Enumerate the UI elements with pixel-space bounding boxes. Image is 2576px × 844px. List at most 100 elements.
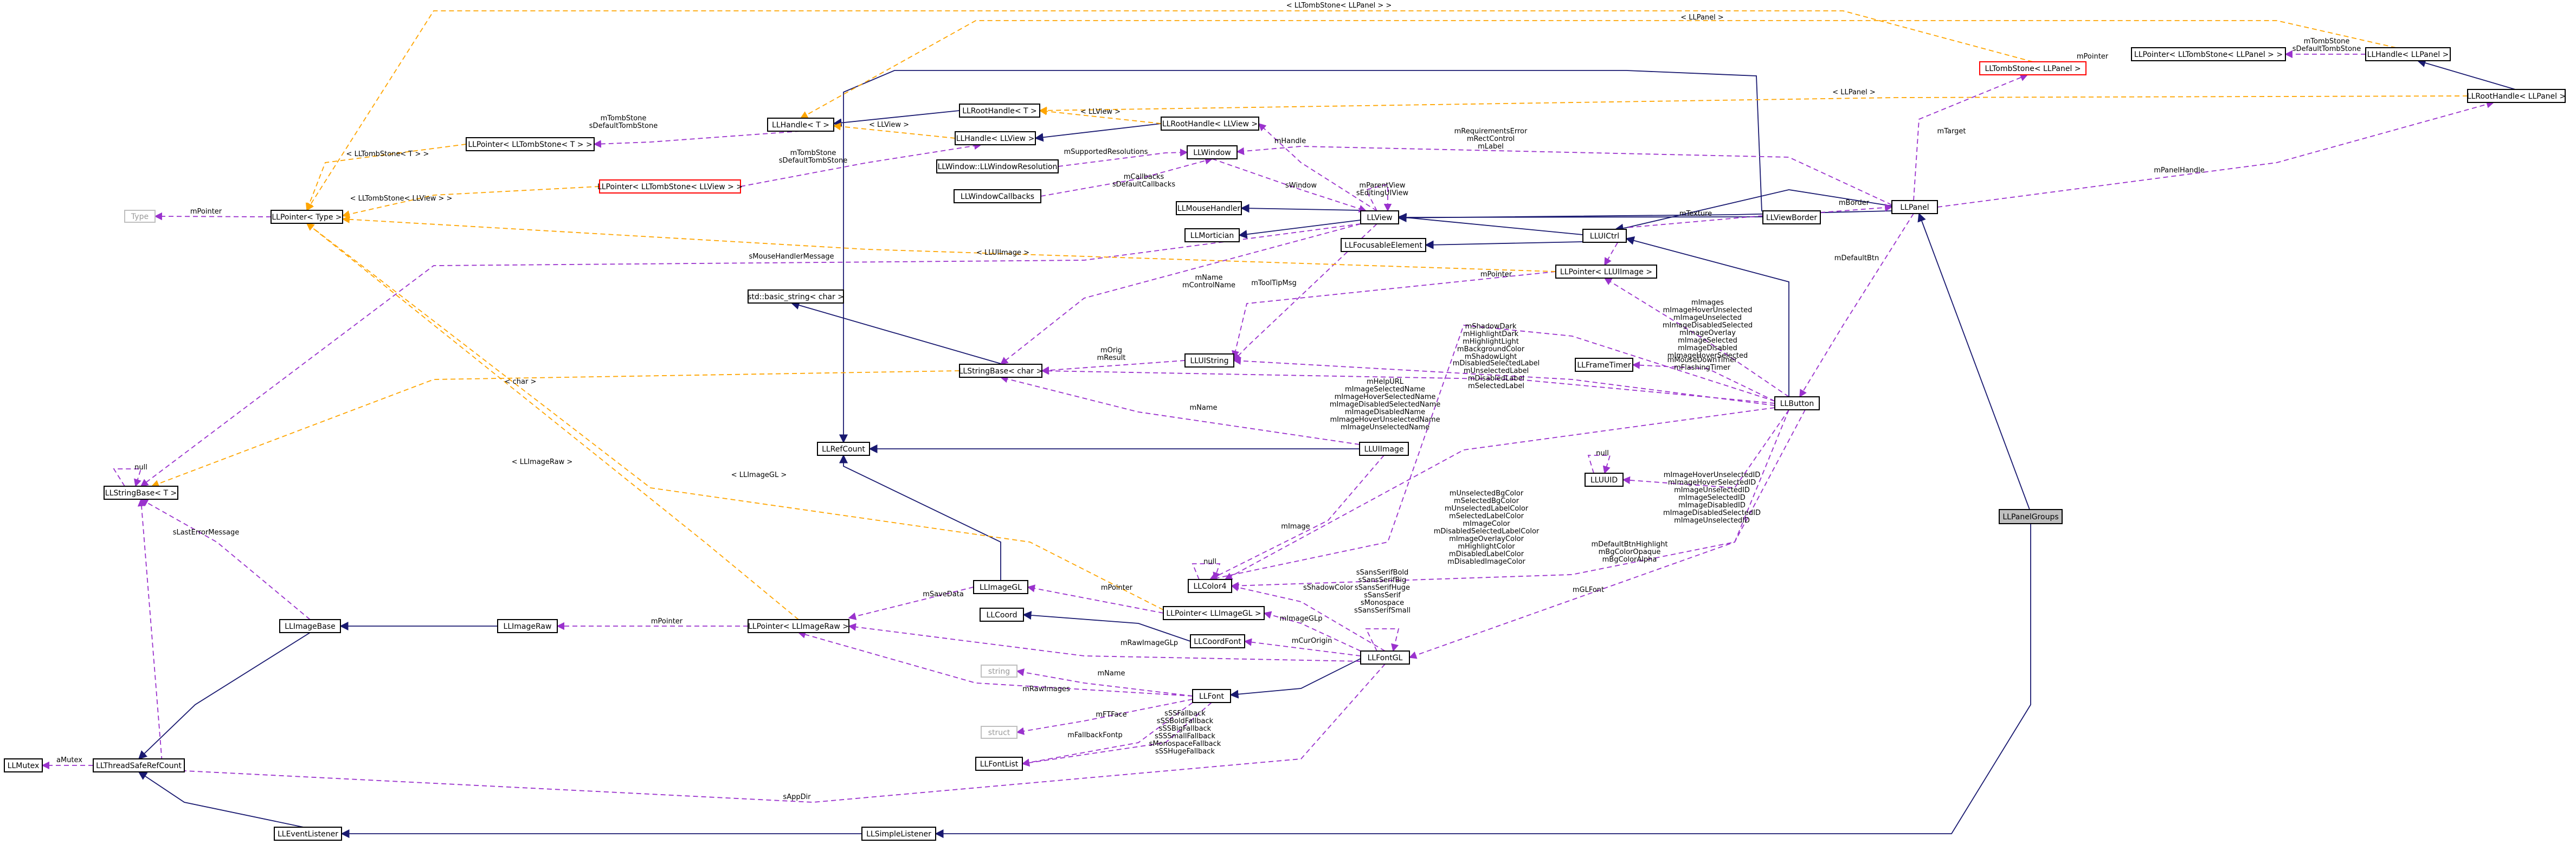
node-llroothandle-t[interactable]: LLRootHandle< T >	[959, 104, 1040, 118]
edge-label-mname-b: mName	[1189, 404, 1217, 412]
node-label: LLUIImage	[1364, 445, 1403, 454]
node-box	[1360, 210, 1399, 224]
edge-label-mwindow: sWindow	[1285, 182, 1317, 190]
node-lluuid[interactable]: LLUUID	[1585, 473, 1624, 487]
node-llroothandle-llview[interactable]: LLRootHandle< LLView >	[1161, 117, 1259, 131]
node-llhandle-llview[interactable]: LLHandle< LLView >	[955, 131, 1036, 145]
e-mpointer-uiimage	[1232, 271, 1556, 359]
node-box	[124, 210, 156, 223]
e-lleventlistener-llthreadsafe	[138, 771, 304, 828]
e-lluuid-null	[1587, 455, 1611, 474]
node-lltombstone-llpanel[interactable]: LLTombStone< LLPanel >	[1979, 61, 2086, 75]
node-llfontgl[interactable]: LLFontGL	[1360, 650, 1410, 665]
e-llpanel-lluictrl	[1614, 189, 1892, 233]
edge-label-slasterrormessage: sLastErrorMessage	[173, 529, 240, 537]
node-box	[1359, 442, 1409, 456]
e-llimagebase-llthreadsafe	[138, 632, 311, 760]
edge-label-msupportedresolutions: mSupportedResolutions	[1064, 148, 1148, 156]
e-llbutton-lluictrl	[1625, 236, 1789, 397]
node-lleventlistener[interactable]: LLEventListener	[274, 827, 342, 841]
node-label: LLHandle< LLView >	[956, 134, 1035, 143]
node-lluictrl[interactable]: LLUICtrl	[1582, 229, 1627, 243]
node-llpointer-tombstone-t[interactable]: LLPointer< LLTombStone< T > >	[466, 137, 595, 151]
node-box	[975, 757, 1023, 771]
node-lluiimage[interactable]: LLUIImage	[1359, 442, 1409, 456]
node-label: LLFontList	[980, 760, 1019, 769]
node-llbutton[interactable]: LLButton	[1774, 396, 1820, 410]
node-llpointer-lluiimage[interactable]: LLPointer< LLUIImage >	[1555, 265, 1657, 279]
node-type[interactable]: Type	[124, 210, 156, 223]
e-llroothandle-llhandle	[833, 110, 960, 127]
node-box	[817, 442, 870, 456]
edge-label-mborder: mBorder	[1839, 199, 1870, 207]
e-fallbacks	[1021, 702, 1212, 767]
node-llthreadsaferefcount[interactable]: LLThreadSafeRefCount	[93, 758, 185, 772]
node-llmousehandler[interactable]: LLMouseHandler	[1176, 201, 1242, 215]
e-mfallback	[1021, 702, 1193, 766]
node-label: LLView	[1367, 214, 1392, 222]
e-mousehandlermsg	[140, 223, 1361, 487]
node-llwindowresolution[interactable]: LLWindow::LLWindowResolution	[936, 159, 1059, 173]
node-llwindow[interactable]: LLWindow	[1187, 145, 1238, 159]
node-llcoordfont[interactable]: LLCoordFont	[1190, 634, 1245, 648]
node-llimagegl[interactable]: LLImageGL	[973, 580, 1028, 594]
node-llpanel[interactable]: LLPanel	[1891, 200, 1938, 214]
node-llframetimer[interactable]: LLFrameTimer	[1575, 358, 1633, 372]
node-llfontlist[interactable]: LLFontList	[975, 757, 1023, 771]
node-lltombstone-llview[interactable]: LLPointer< LLTombStone< LLView > >	[597, 179, 743, 194]
e-sappdir	[137, 498, 1386, 803]
e-lasterror	[140, 499, 311, 620]
node-label: LLTombStone< LLPanel >	[1985, 65, 2081, 73]
e-o-llpanel-mid	[1039, 95, 2468, 115]
e-mreqerror	[1236, 146, 1892, 205]
node-llpointer-llimagegl[interactable]: LLPointer< LLImageGL >	[1163, 606, 1265, 620]
node-box	[1341, 238, 1426, 252]
node-llmortician[interactable]: LLMortician	[1184, 228, 1240, 242]
node-llpointer-llimageraw[interactable]: LLPointer< LLImageRaw >	[748, 619, 849, 633]
node-llfocusableelement[interactable]: LLFocusableElement	[1341, 238, 1426, 252]
node-box	[1999, 509, 2063, 524]
node-llstringbase-t[interactable]: LLStringBase< T >	[104, 486, 178, 500]
e-pt-type	[154, 212, 272, 221]
node-llview[interactable]: LLView	[1360, 210, 1399, 224]
node-llroothandle-llpanel[interactable]: LLRootHandle< LLPanel >	[2467, 89, 2566, 103]
node-llcolor4[interactable]: LLColor4	[1188, 579, 1232, 593]
node-label: LLRootHandle< T >	[962, 107, 1037, 115]
edge-label-char-arg: < char >	[505, 378, 537, 386]
node-box	[748, 619, 849, 633]
node-lluistring[interactable]: LLUIString	[1184, 353, 1234, 368]
node-label: LLImageBase	[285, 622, 336, 631]
node-box	[2467, 89, 2566, 103]
node-llfont[interactable]: LLFont	[1192, 689, 1231, 703]
e-mglfont	[1408, 409, 1806, 659]
e-mwindow	[1212, 158, 1367, 212]
node-label: LLViewBorder	[1766, 214, 1817, 222]
node-struct[interactable]: struct	[981, 726, 1017, 739]
node-llwindowcallbacks[interactable]: LLWindowCallbacks	[954, 189, 1041, 203]
node-string[interactable]: string	[981, 665, 1017, 678]
node-llrefcount[interactable]: LLRefCount	[817, 442, 870, 456]
node-stdstring[interactable]: std::basic_string< char >	[748, 289, 844, 304]
node-llcoord[interactable]: LLCoord	[980, 608, 1024, 622]
node-llimagebase[interactable]: LLImageBase	[279, 619, 341, 633]
edge-label-lluiimage-arg: < LLUIImage >	[976, 249, 1029, 257]
node-llpointer-tombstone-llpanel[interactable]: LLPointer< LLTombStone< LLPanel > >	[2131, 47, 2286, 61]
node-box	[1774, 396, 1820, 410]
node-llviewborder[interactable]: LLViewBorder	[1762, 210, 1821, 224]
node-llpointer-type[interactable]: LLPointer< Type >	[271, 210, 343, 224]
node-llsimplelistener[interactable]: LLSimpleListener	[861, 827, 936, 841]
edge-label-llpanel-top: < LLPanel >	[1680, 14, 1724, 22]
edge-label-llview-b: < LLView >	[869, 121, 909, 129]
node-llimageraw[interactable]: LLImageRaw	[497, 619, 558, 633]
edge-label-mname-c: mName	[1097, 669, 1125, 678]
node-llpanelgroups[interactable]: LLPanelGroups	[1999, 509, 2063, 524]
e-mftface	[1016, 699, 1193, 735]
edge-label-null-c: null	[1203, 558, 1216, 566]
node-llstringbase-char[interactable]: LLStringBase< char >	[959, 364, 1043, 378]
node-llhandle-llpanel[interactable]: LLHandle< LLPanel >	[2365, 47, 2451, 61]
node-llmutex[interactable]: LLMutex	[4, 758, 43, 772]
node-llhandle-t[interactable]: LLHandle< T >	[767, 118, 834, 132]
